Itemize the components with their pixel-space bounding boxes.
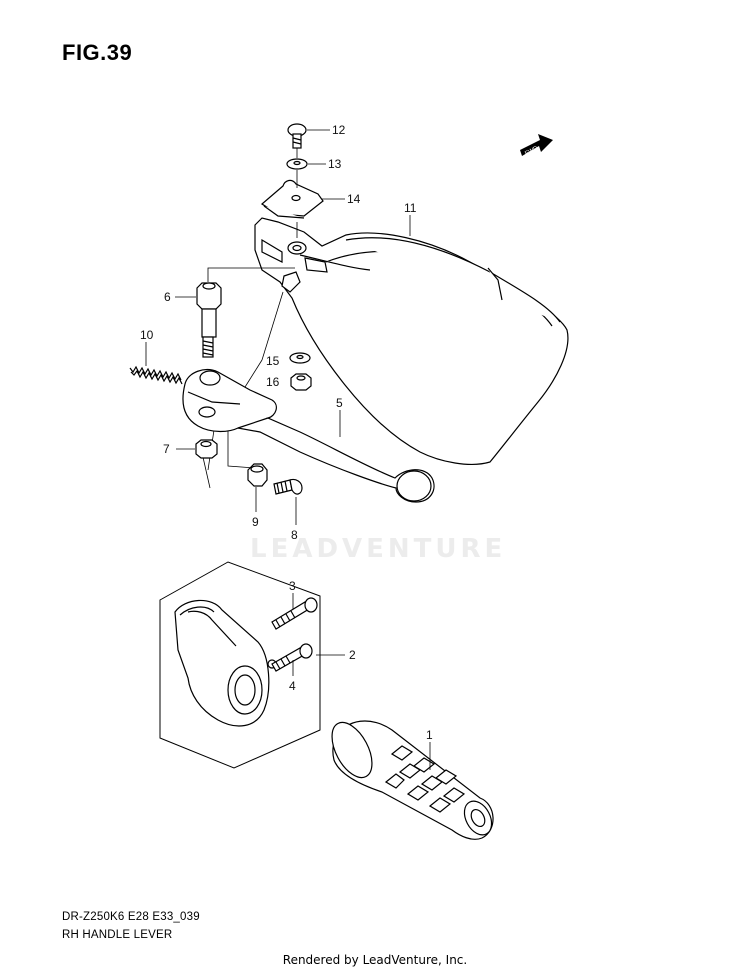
throttle-housing-2-icon: [174, 599, 277, 727]
callout-2: 2: [349, 648, 356, 662]
brake-lever-5-icon: [182, 369, 435, 503]
hand-guard-11-icon: [254, 217, 569, 465]
callout-12: 12: [332, 123, 346, 137]
collar-9-icon: [247, 463, 268, 487]
nut-7-icon: [195, 439, 218, 459]
nut-16-icon: [290, 373, 312, 391]
grip-1-icon: [331, 720, 494, 840]
spring-10-icon: [129, 365, 183, 385]
figure-title: FIG.39: [62, 40, 133, 65]
callout-11: 11: [404, 201, 417, 215]
washer-13-icon: [286, 158, 308, 170]
bolt-8-icon: [273, 478, 303, 495]
callout-13: 13: [328, 157, 342, 171]
screw-12-icon: [287, 123, 307, 149]
watermark-text: LEADVENTURE: [250, 534, 507, 564]
throttle-housing-box: [159, 561, 321, 769]
fwd-arrow-icon: FWD: [520, 134, 553, 157]
callout-16: 16: [266, 375, 280, 389]
washer-15-icon: [289, 352, 311, 364]
callout-3: 3: [289, 579, 296, 593]
part-name: RH HANDLE LEVER: [62, 929, 173, 941]
callout-15: 15: [266, 354, 280, 368]
callout-8: 8: [291, 528, 298, 542]
screw-3-icon: [271, 597, 318, 630]
bracket-14-icon: [260, 179, 324, 219]
pivot-bolt-6-icon: [196, 282, 222, 358]
screw-4-icon: [271, 643, 313, 672]
callout-14: 14: [347, 192, 361, 206]
callout-4: 4: [289, 679, 296, 693]
callout-5: 5: [336, 396, 343, 410]
callout-9: 9: [252, 515, 259, 529]
callout-10: 10: [140, 328, 154, 342]
rendered-by: Rendered by LeadVenture, Inc.: [282, 953, 468, 967]
callout-1: 1: [426, 728, 433, 742]
callout-7: 7: [163, 442, 170, 456]
model-code: DR-Z250K6 E28 E33_039: [62, 911, 200, 923]
callout-6: 6: [164, 290, 171, 304]
